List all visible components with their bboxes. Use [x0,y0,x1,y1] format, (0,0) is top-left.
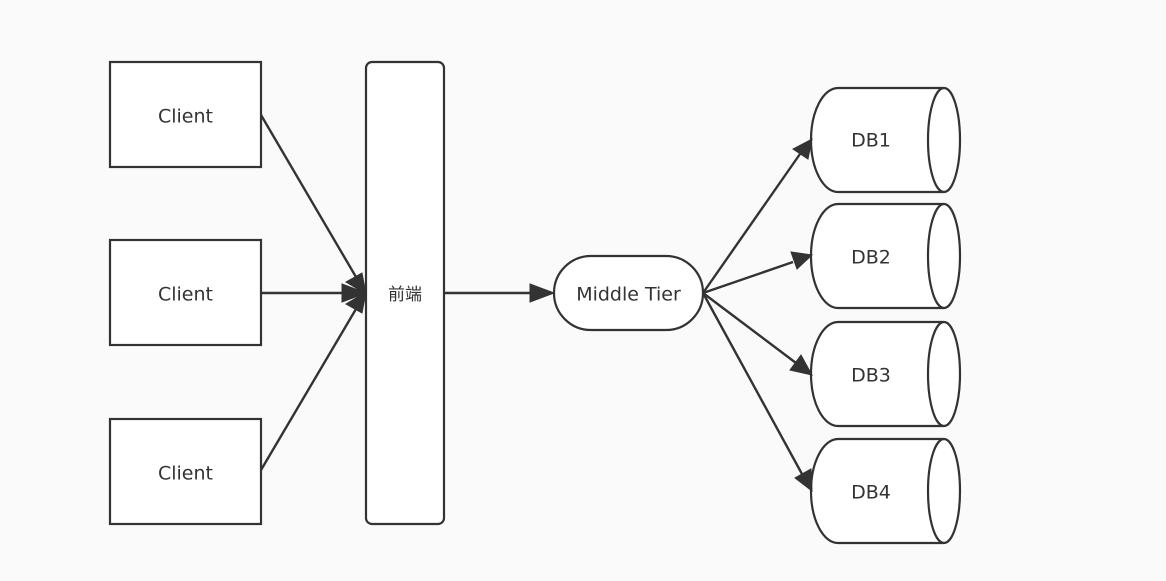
db1-label: DB1 [851,130,891,152]
frontend-node[interactable]: 前端 [364,60,446,526]
db4-label: DB4 [851,482,891,504]
client-node-1[interactable]: Client [108,60,263,169]
edge-client3-frontend [259,290,367,471]
client-label-2: Client [158,284,213,306]
edge-frontend-middle-tier [444,283,556,303]
client-label-3: Client [158,463,213,485]
client-label-1: Client [158,106,213,128]
db-node-1[interactable]: DB1 [809,86,962,194]
middle-tier-node[interactable]: Middle Tier [552,254,705,332]
db-node-4[interactable]: DB4 [809,437,962,545]
edge-middle-tier-db3 [702,292,813,376]
edge-middle-tier-db4 [701,292,813,493]
frontend-label: 前端 [388,285,422,305]
client-node-3[interactable]: Client [108,417,263,526]
db2-label: DB2 [851,247,891,269]
edge-client2-frontend [261,283,368,303]
edge-client1-frontend [259,114,367,296]
db-node-2[interactable]: DB2 [809,202,962,310]
client-node-2[interactable]: Client [108,238,263,347]
middle-tier-label: Middle Tier [576,284,681,306]
edge-middle-tier-db2 [702,251,814,295]
db3-label: DB3 [851,365,891,387]
db-node-3[interactable]: DB3 [809,320,962,428]
edge-middle-tier-db1 [702,138,813,294]
